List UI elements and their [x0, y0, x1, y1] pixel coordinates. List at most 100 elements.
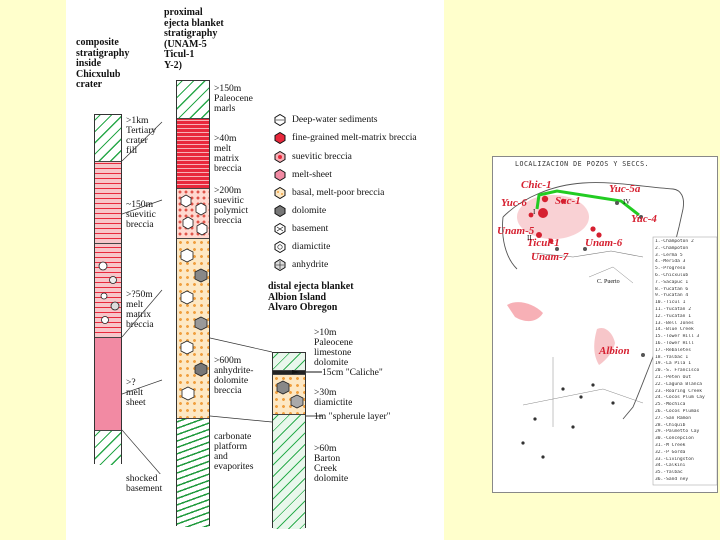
column2-unit-label: >150m Paleocene marls	[214, 83, 253, 114]
suevitic-hexagon-icon	[274, 151, 286, 163]
map-legend-item: 11.-Yucatan 2	[655, 306, 691, 312]
map-legend-item: 33.-Livingston	[655, 456, 694, 462]
map-legend-item: 7.-Sacapuc 1	[655, 279, 689, 285]
map-legend-item: 23.-Roaring Creek	[655, 388, 703, 394]
map-legend-item: 13.-Bell Jones	[655, 320, 694, 326]
map-legend-item: 21.-Peten Out	[655, 374, 691, 380]
map-legend-item: 4.-Merida 3	[655, 259, 686, 265]
legend-label: anhydrite	[292, 259, 329, 270]
column3-unit-label: 1m "spherule layer"	[314, 411, 391, 422]
column1-title: composite stratigraphy inside Chicxulub …	[76, 37, 130, 90]
well-label: Unam-7	[531, 251, 569, 263]
column1-melt-sheet	[95, 338, 121, 431]
map-legend-item: 26.-Cocos Plumas	[655, 408, 700, 414]
map-legend-item: 9.-Yucatan 4	[655, 293, 689, 299]
melt-matrix-hexagon-icon	[274, 132, 286, 144]
map-title: LOCALIZACION DE POZOS Y SECCS.	[515, 160, 650, 168]
column2-unit-label: >200m suevitic polymict breccia	[214, 185, 249, 226]
column1-shocked-basement	[95, 431, 121, 465]
legend-label: melt-sheet	[292, 169, 332, 180]
legend-label: basement	[292, 223, 329, 234]
legend-row: anhydrite	[274, 259, 328, 271]
map-drawing	[502, 182, 717, 486]
map-legend-item: 30.-Concepcion	[655, 436, 694, 442]
column1-melt-matrix-breccia	[95, 244, 121, 338]
map-legend-item: 5.-Progreso	[655, 266, 686, 272]
map-legend-item: 22.-Laguna Blanca	[655, 381, 703, 387]
map-legend-item: 14.-Blue Creek	[655, 327, 694, 333]
legend-label: suevitic breccia	[292, 151, 352, 162]
column3-unit-label: >30m diamictite	[314, 387, 353, 408]
legend-label: fine-grained melt-matrix breccia	[292, 132, 417, 143]
well-label: Yuc-4	[631, 213, 657, 225]
map-legend-item: 24.-Cocos Plum Cay	[655, 395, 705, 401]
column1-clasts	[98, 261, 120, 324]
column3-caliche	[273, 371, 305, 375]
column1-unit-label: >?50m melt matrix breccia	[126, 289, 154, 330]
column1-unit-label: shocked basement	[126, 473, 163, 494]
well-label: Yuc-6	[501, 197, 527, 209]
legend-row: basement	[274, 223, 328, 235]
map-legend-item: 28.-Chiquib	[655, 422, 686, 428]
column3-clasts	[276, 380, 304, 409]
map-legend-item: 15.-Tower Hill 3	[655, 334, 700, 340]
map-legend-item: 8.-Yucatan 6	[655, 286, 689, 292]
map-legend-item: 1.-Champoton 2	[655, 239, 694, 244]
column2-unit-label: >40m melt matrix breccia	[214, 133, 242, 174]
map-legend-item: 2.-Champoton	[655, 245, 689, 251]
column3-title: distal ejecta blanket Albion Island Alva…	[268, 281, 354, 313]
column3-barton-creek-dolomite	[273, 415, 305, 529]
column2-paleocene-marls	[177, 81, 209, 119]
anhydrite-hexagon-icon	[274, 259, 286, 271]
deep-water-hexagon-icon	[274, 114, 286, 126]
well-label: Ticul-1	[527, 237, 560, 249]
basal-breccia-hexagon-icon	[274, 187, 286, 199]
column3-unit-label: 15cm "Caliche"	[322, 367, 383, 378]
diamictite-hexagon-icon	[274, 241, 286, 253]
legend-label: basal, melt-poor breccia	[292, 187, 385, 198]
column2-unit-label: >600m anhydrite- dolomite breccia	[214, 355, 254, 396]
column1-unit-label: >1km Tertiary crater fill	[126, 115, 157, 156]
legend-row: dolomite	[274, 205, 326, 217]
well-location-map: LOCALIZACION DE POZOS Y SECCS.	[492, 156, 718, 493]
legend-row: suevitic breccia	[274, 151, 352, 163]
correlation-lines	[210, 337, 322, 423]
roman-label: I	[533, 208, 536, 216]
map-legend-item: 18.-Yalbac 1	[655, 354, 689, 360]
legend-row: basal, melt-poor breccia	[274, 187, 384, 199]
map-legend-item: 29.-Palmetto Cay	[655, 429, 700, 435]
melt-sheet-hexagon-icon	[274, 169, 286, 181]
map-legend-item: 19.-La Pila 1	[655, 361, 691, 367]
column2-breccia-clasts	[180, 248, 208, 401]
column3-paleocene-limestone	[273, 353, 305, 371]
map-legend-item: 32.-P Gorda	[655, 449, 686, 455]
basement-hexagon-icon	[274, 223, 286, 235]
well-label: Chic-1	[521, 179, 552, 191]
map-legend-item: 36.-Sand ney	[655, 476, 689, 482]
column2-title: proximal ejecta blanket stratigraphy (UN…	[164, 7, 224, 71]
map-legend-item: 25.-Mochica	[655, 402, 686, 408]
column3-unit-label: >60m Barton Creek dolomite	[314, 443, 349, 484]
legend-label: Deep-water sediments	[292, 114, 378, 125]
roman-label: II	[527, 234, 532, 242]
map-legend-item: 17.-Rebaletes	[655, 347, 691, 353]
map-legend-item: 10.-Ticul 1	[655, 300, 686, 306]
column3-diamictite	[273, 375, 305, 415]
map-legend-item: 16.-Tower Hill	[655, 340, 694, 346]
well-label: Albion	[599, 345, 630, 357]
map-legend-item: 34.-Calkini	[655, 463, 686, 469]
column1-crater	[94, 114, 122, 465]
legend-label: dolomite	[292, 205, 327, 216]
legend-row: diamictite	[274, 241, 330, 253]
column1-crater-fill	[95, 115, 121, 162]
map-legend-item: 35.-Yalbac	[655, 470, 683, 476]
well-label: Yuc-5a	[609, 183, 641, 195]
column2-proximal	[176, 80, 210, 527]
column2-carbonate-platform	[177, 419, 209, 527]
column1-suevitic-breccia	[95, 162, 121, 244]
column1-leader-lines	[122, 121, 163, 474]
column2-clasts	[180, 194, 208, 236]
legend-row: fine-grained melt-matrix breccia	[274, 132, 417, 144]
map-legend-item: 3.-Lerma 5	[655, 252, 683, 258]
